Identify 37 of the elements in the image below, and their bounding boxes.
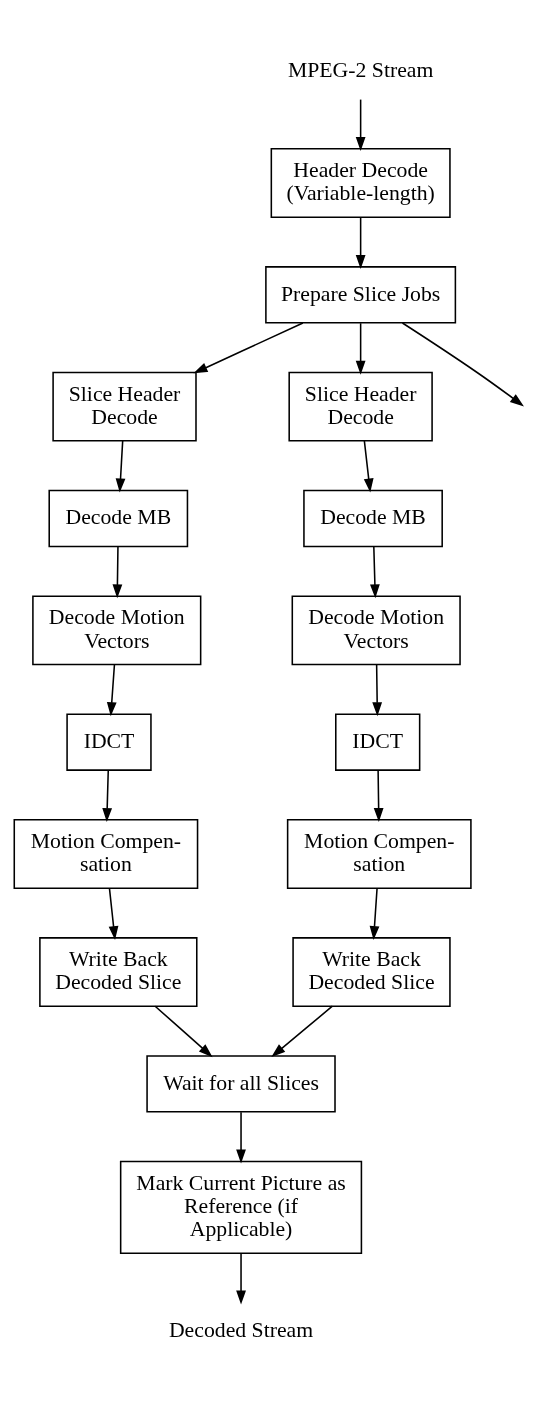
arrow (372, 663, 383, 716)
node-box: Prepare Slice Jobs (265, 265, 457, 324)
arrow (236, 1252, 246, 1305)
node-box: IDCT (335, 712, 421, 771)
arrow (154, 1004, 213, 1057)
arrow (271, 1004, 334, 1057)
node-box: Write Back Decoded Slice (292, 936, 451, 1007)
arrow (102, 769, 113, 822)
node-box: IDCT (66, 712, 152, 771)
arrow (373, 769, 384, 822)
node-box: Decode Motion Vectors (291, 594, 461, 665)
arrow (112, 545, 123, 598)
node-box: Mark Current Picture as Reference (if Applicable) (119, 1160, 363, 1254)
node-box: Slice Header Decode (52, 371, 197, 442)
node-box: Motion Compen- sation (13, 818, 199, 889)
node-box: Write Back Decoded Slice (39, 936, 198, 1007)
node-box: Motion Compen- sation (286, 818, 472, 889)
arrow (401, 321, 524, 406)
arrow (193, 321, 304, 373)
arrow (108, 886, 119, 940)
node-box: Wait for all Slices (146, 1054, 336, 1113)
arrow (363, 439, 374, 493)
arrow (369, 886, 380, 940)
node-box: Decode MB (303, 489, 443, 547)
node-box: Decode MB (48, 489, 189, 547)
arrow (115, 439, 126, 493)
arrow (355, 322, 366, 375)
arrow (355, 98, 366, 151)
node-text: MPEG-2 Stream (287, 57, 434, 82)
node-box: Decode Motion Vectors (32, 594, 202, 665)
arrow (236, 1110, 246, 1164)
arrow (370, 545, 380, 598)
arrow (355, 215, 366, 269)
node-text: Decoded Stream (168, 1317, 314, 1342)
node-box: Header Decode (Variable-length) (270, 147, 451, 218)
arrow (106, 663, 117, 716)
node-box: Slice Header Decode (288, 371, 433, 442)
